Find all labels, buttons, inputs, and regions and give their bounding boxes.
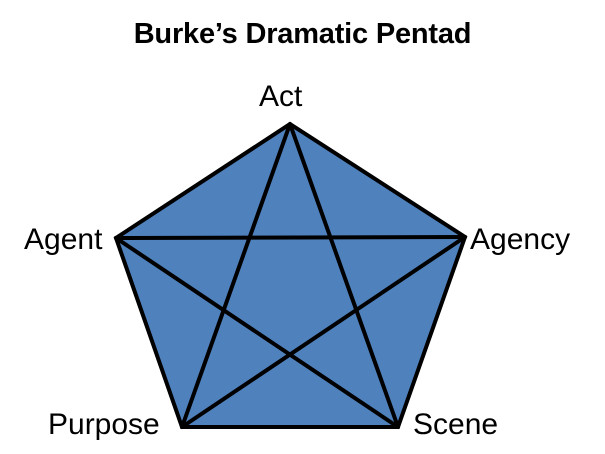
star-line-agent-agency [114,235,467,240]
node-label-scene: Scene [413,408,499,441]
star-lines [114,122,467,429]
star-line-act-scene [288,122,400,429]
node-label-agent: Agent [24,223,103,256]
star-line-agency-purpose [180,235,467,429]
pentagon-shape [113,121,468,429]
star-line-act-purpose [180,122,292,429]
star-line-agent-scene [114,236,400,429]
diagram-title: Burke’s Dramatic Pentad [133,18,472,50]
node-label-act: Act [259,80,303,113]
node-label-purpose: Purpose [48,408,160,441]
node-label-agency: Agency [470,223,571,256]
